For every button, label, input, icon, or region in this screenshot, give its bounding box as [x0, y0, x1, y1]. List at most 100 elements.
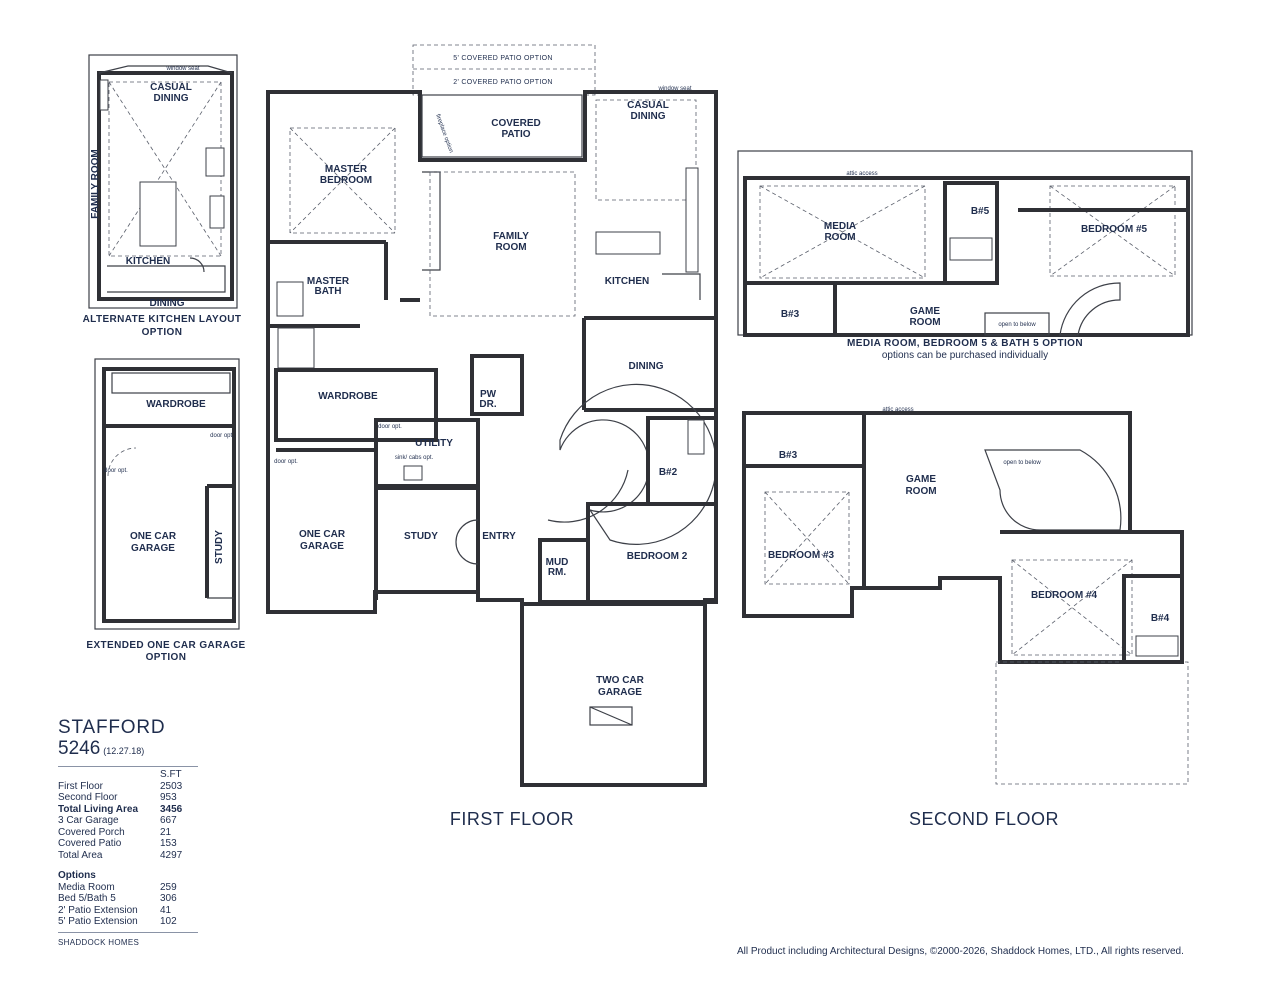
two-car-garage-label-1: TWO CAR: [596, 675, 645, 686]
alt-dining-label: DINING: [150, 298, 185, 309]
plan-date: (12.27.18): [103, 746, 145, 756]
media-room-option-plan: attic access MEDIA ROOM B#5 BEDROOM #5 B…: [737, 150, 1193, 361]
ff-dining-label: DINING: [629, 361, 664, 372]
game-room-label-2: ROOM: [905, 486, 936, 497]
area-value: 3456: [160, 803, 183, 815]
option-row: 5' Patio Extension 102: [58, 916, 188, 928]
ext-study-label: STUDY: [214, 530, 225, 564]
ff-kitchen-label: KITCHEN: [605, 276, 649, 287]
covered-patio-label-2: PATIO: [501, 129, 530, 140]
ff-casual-dining-label-1: CASUAL: [627, 100, 669, 111]
area-label: Total Living Area: [58, 803, 139, 815]
ext-garage-label-1: ONE CAR: [130, 531, 177, 542]
extended-garage-plan: WARDROBE door opt. door opt. ONE CAR GAR…: [86, 358, 245, 663]
media-option-caption: MEDIA ROOM, BEDROOM 5 & BATH 5 OPTION: [847, 338, 1083, 349]
ff-door-opt-label-2: door opt.: [274, 459, 298, 465]
master-bedroom-label-1: MASTER: [325, 164, 368, 175]
plan-number-line: 5246(12.27.18): [58, 738, 203, 762]
area-label: Covered Porch: [58, 826, 125, 838]
mud-room-label-2: RM.: [548, 567, 567, 578]
media-room-label-1: MEDIA: [824, 221, 856, 232]
utility-label: UTILITY: [415, 438, 453, 449]
bedroom-3-label: BEDROOM #3: [768, 550, 835, 561]
alt-kitchen-label: KITCHEN: [126, 256, 170, 267]
option-bath-3-label: B#3: [781, 309, 800, 320]
ff-door-opt-label-1: door opt.: [378, 424, 402, 430]
ff-wardrobe-label: WARDROBE: [318, 391, 378, 402]
two-car-garage-label-2: GARAGE: [598, 687, 642, 698]
option-label: 5' Patio Extension: [58, 916, 138, 927]
copyright-notice: All Product including Architectural Desi…: [737, 946, 1184, 957]
master-bedroom-label-2: BEDROOM: [320, 175, 372, 186]
second-floor-caption: SECOND FLOOR: [909, 809, 1059, 829]
family-room-label-1: FAMILY: [493, 231, 529, 242]
fireplace-option-label: fireplace option: [434, 114, 454, 154]
area-value: 667: [160, 815, 177, 826]
covered-patio-label-1: COVERED: [491, 118, 540, 129]
alt-casual-dining-label-2: DINING: [154, 93, 189, 104]
option-value: 41: [160, 904, 172, 916]
study-label: STUDY: [404, 531, 438, 542]
option-row: Media Room 259: [58, 882, 188, 894]
ext-door-opt-label-2: door opt.: [210, 433, 234, 439]
game-room-label-1: GAME: [906, 474, 936, 485]
plan-title-block: STAFFORD 5246(12.27.18) S.FT First Floor…: [58, 718, 203, 947]
entry-label: ENTRY: [482, 531, 516, 542]
ext-door-opt-label: door opt.: [104, 468, 128, 474]
alt-family-room-label: FAMILY ROOM: [90, 149, 101, 218]
option-value: 306: [160, 893, 177, 904]
one-car-garage-label-2: GARAGE: [300, 541, 344, 552]
option-label: 2' Patio Extension: [58, 904, 138, 916]
option-value: 259: [160, 881, 177, 893]
bath-2-label: B#2: [659, 467, 678, 478]
second-floor-plan: attic access B#3 GAME ROOM open to below…: [742, 407, 1189, 829]
area-row: First Floor 2503: [58, 781, 188, 793]
window-seat-label: window seat: [165, 66, 199, 72]
title-rule: [58, 766, 198, 767]
area-header-row: S.FT: [58, 769, 188, 781]
area-label: First Floor: [58, 780, 103, 792]
powder-label-2: DR.: [479, 399, 496, 410]
ext-garage-caption-line1: EXTENDED ONE CAR GARAGE: [86, 640, 245, 651]
area-value: 4297: [160, 849, 183, 861]
bath-5-label: B#5: [971, 206, 990, 217]
area-row: 3 Car Garage 667: [58, 815, 188, 827]
bedroom-4-label: BEDROOM #4: [1031, 590, 1098, 601]
bath-4-label: B#4: [1151, 613, 1170, 624]
ext-garage-label-2: GARAGE: [131, 543, 175, 554]
area-label: Second Floor: [58, 792, 118, 803]
bedroom-2-label: BEDROOM 2: [627, 551, 688, 562]
open-to-below-label: open to below: [1003, 460, 1041, 466]
plan-name: STAFFORD: [58, 717, 166, 738]
area-value: 2503: [160, 780, 183, 792]
option-game-room-label-2: ROOM: [909, 317, 940, 328]
area-value: 21: [160, 826, 172, 838]
media-room-label-2: ROOM: [824, 232, 855, 243]
patio-5-option-label: 5' COVERED PATIO OPTION: [453, 55, 552, 62]
sink-cabs-opt-label: sink/ cabs opt.: [395, 455, 434, 461]
area-label: 3 Car Garage: [58, 815, 119, 826]
attic-access-label-option: attic access: [846, 171, 877, 177]
master-bath-label-1: MASTER: [307, 276, 350, 287]
ext-wardrobe-label: WARDROBE: [146, 399, 206, 410]
option-row: 2' Patio Extension 41: [58, 905, 188, 917]
media-option-note: options can be purchased individually: [882, 350, 1048, 361]
plan-number: 5246: [58, 738, 101, 759]
area-label: Total Area: [58, 849, 103, 861]
ff-casual-dining-label-2: DINING: [631, 111, 666, 122]
area-row-total-living: Total Living Area 3456: [58, 804, 188, 816]
options-heading: Options: [58, 870, 96, 881]
ext-garage-caption-line2: OPTION: [146, 652, 187, 663]
patio-2-option-label: 2' COVERED PATIO OPTION: [453, 79, 552, 86]
first-floor-plan: 5' COVERED PATIO OPTION 2' COVERED PATIO…: [266, 44, 718, 829]
builder-rule: [58, 931, 198, 933]
option-open-to-below-label: open to below: [998, 322, 1036, 328]
builder-name: SHADDOCK HOMES: [58, 937, 140, 947]
option-label: Media Room: [58, 881, 115, 893]
option-value: 102: [160, 916, 177, 927]
area-row: Covered Porch 21: [58, 827, 188, 839]
